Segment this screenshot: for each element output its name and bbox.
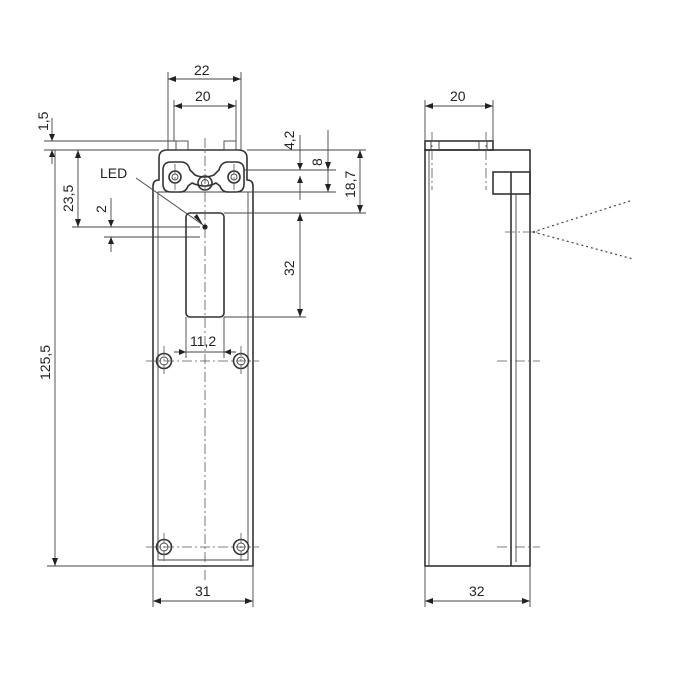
side-view: 20 32: [424, 88, 634, 607]
flange-cutout: [162, 161, 245, 193]
dim-window-height-label: 32: [281, 260, 297, 276]
dim-top-inner-width-label: 20: [195, 88, 211, 104]
dim-height-to-led: 23,5: [60, 150, 200, 228]
dim-side-flange-width: 20: [424, 88, 494, 141]
dim-flange-thickness-label: 1,5: [35, 111, 51, 131]
dim-led-offset-label: 2: [93, 205, 109, 213]
led-dot: [202, 224, 208, 230]
front-center-lines: [146, 138, 259, 580]
dim-window-top-label: 18,7: [342, 171, 358, 198]
led-leader-arrow: [194, 214, 203, 225]
dim-height-to-led-label: 23,5: [60, 185, 76, 212]
dim-hole-spacing-label: 8: [309, 158, 325, 166]
dim-hole-top-offset-label: 4,2: [281, 130, 297, 150]
top-tab-right: [223, 140, 237, 151]
dim-top-inner-width: 20: [173, 88, 237, 141]
sensing-cone-upper: [532, 199, 634, 233]
dim-total-height: 125,5: [37, 150, 153, 567]
dim-side-body-depth: 32: [424, 566, 531, 607]
dim-body-width-label: 31: [195, 583, 211, 599]
dim-window-width-label: 11,2: [190, 333, 216, 349]
led-label: LED: [100, 165, 127, 181]
side-flange-tab-right: [478, 140, 488, 151]
dim-side-flange-width-label: 20: [450, 88, 466, 104]
dim-top-outer-width: 22: [167, 62, 242, 150]
side-flange-tab-left: [430, 140, 440, 151]
dim-side-body-depth-label: 32: [469, 583, 485, 599]
dim-right-stack: 4,2 8 18,7 32: [224, 130, 366, 318]
dim-total-height-label: 125,5: [37, 345, 53, 380]
dim-flange-thickness: 1,5: [35, 111, 176, 164]
top-tab-left: [175, 140, 189, 151]
mounting-hole-group: [155, 352, 250, 556]
front-view: LED 22 20 1,5: [35, 62, 366, 607]
front-body-inner-line: [157, 191, 249, 561]
dim-led-offset: 2: [93, 198, 200, 252]
sensing-cone-lower: [532, 231, 634, 260]
front-body-outline: [152, 149, 254, 567]
dim-top-outer-width-label: 22: [194, 62, 210, 78]
dim-window-width: 11,2: [174, 317, 236, 358]
led-leader-line: [135, 177, 204, 226]
side-flange: [424, 140, 494, 151]
side-body-outline: [424, 149, 531, 567]
dim-body-width: 31: [152, 566, 254, 607]
